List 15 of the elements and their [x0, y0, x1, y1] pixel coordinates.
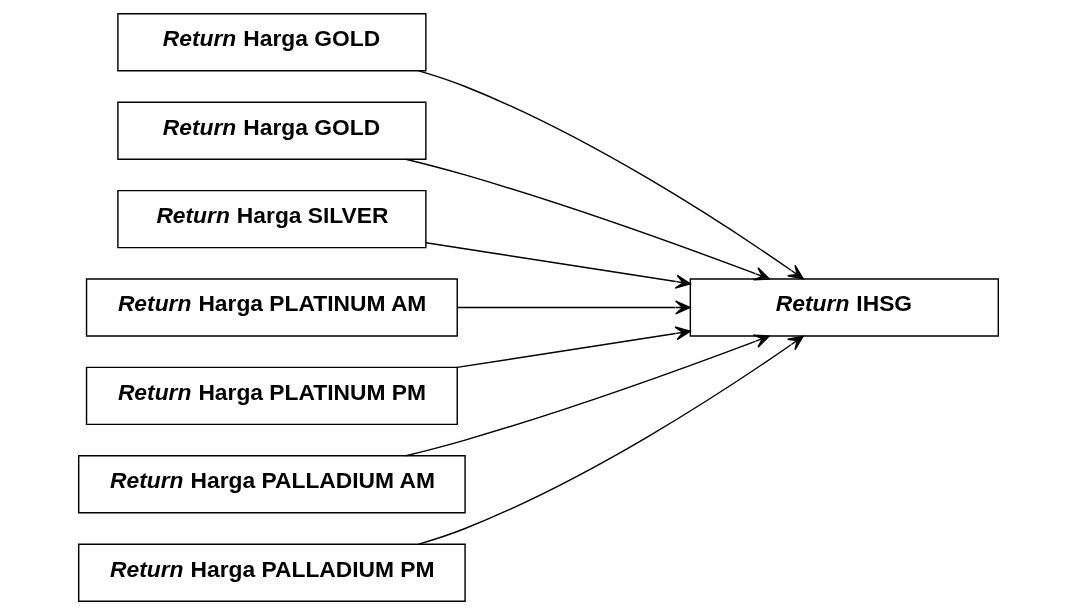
- arrow: [404, 334, 770, 457]
- node-box: Return Harga SILVER: [116, 189, 427, 249]
- arrow: [424, 242, 691, 289]
- node-box: Return Harga PLATINUM AM: [85, 278, 458, 337]
- node-box: Return Harga PALLADIUM PM: [77, 543, 466, 602]
- node-box: Return Harga GOLD: [116, 13, 427, 72]
- node-box: Return Harga PALLADIUM AM: [77, 455, 466, 514]
- node-box: Return IHSG: [689, 278, 999, 337]
- arrow: [404, 158, 770, 281]
- arrow: [455, 326, 691, 369]
- node-box: Return Harga GOLD: [116, 101, 427, 160]
- node-box: Return Harga PLATINUM PM: [85, 366, 458, 426]
- arrow: [417, 70, 804, 280]
- arrow: [456, 300, 691, 315]
- arrow: [417, 335, 804, 545]
